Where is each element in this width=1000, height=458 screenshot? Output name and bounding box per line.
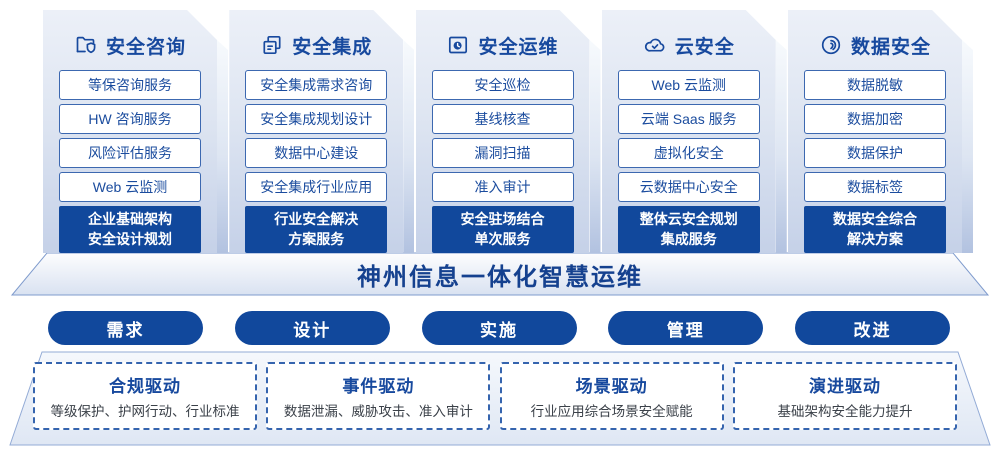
card-header: 安全运维	[432, 31, 574, 60]
service-item: 数据中心建设	[245, 138, 387, 168]
card-side-face	[217, 40, 228, 253]
card-side-face	[403, 40, 415, 253]
card-panel: 安全运维 安全巡检 基线核查 漏洞扫描 准入审计 安全驻场结合 单次服务	[416, 10, 590, 253]
process-pill: 设计	[234, 311, 390, 345]
process-pill: 管理	[608, 311, 764, 345]
service-card-data: 数据安全 数据脱敏 数据加密 数据保护 数据标签 数据安全综合 解决方案	[788, 10, 973, 253]
service-item: 云端 Saas 服务	[618, 104, 760, 134]
service-item: 风险评估服务	[59, 138, 201, 168]
card-title: 安全运维	[478, 36, 559, 58]
card-panel: 数据安全 数据脱敏 数据加密 数据保护 数据标签 数据安全综合 解决方案	[788, 10, 962, 253]
card-footer: 安全驻场结合 单次服务	[432, 206, 574, 253]
service-item: 漏洞扫描	[432, 138, 574, 168]
card-items: 安全集成需求咨询 安全集成规划设计 数据中心建设 安全集成行业应用	[245, 70, 387, 202]
driver-title: 演进驱动	[808, 377, 881, 396]
service-cards-row: 安全咨询 等保咨询服务 HW 咨询服务 风险评估服务 Web 云监测 企业基础架…	[43, 10, 973, 253]
card-header: 数据安全	[804, 31, 946, 60]
service-item: 数据加密	[804, 104, 946, 134]
card-footer: 企业基础架构 安全设计规划	[59, 206, 201, 253]
driver-box-scenario: 场景驱动 行业应用综合场景安全赋能	[499, 362, 724, 430]
service-item: Web 云监测	[59, 172, 201, 202]
card-title: 数据安全	[850, 36, 931, 58]
driver-desc: 行业应用综合场景安全赋能	[530, 404, 693, 419]
card-title: 安全集成	[292, 36, 373, 58]
driver-box-incident: 事件驱动 数据泄漏、威胁攻击、准入审计	[266, 362, 491, 430]
service-item: 数据标签	[804, 172, 946, 202]
card-side-face	[775, 40, 787, 253]
driver-box-evolution: 演进驱动 基础架构安全能力提升	[732, 362, 957, 430]
banner-title: 神州信息一体化智慧运维	[357, 263, 643, 291]
drivers-row: 合规驱动 等级保护、护网行动、行业标准 事件驱动 数据泄漏、威胁攻击、准入审计 …	[33, 362, 957, 430]
card-header: 云安全	[618, 31, 760, 60]
service-item: 安全巡检	[432, 70, 574, 100]
service-card-integration: 安全集成 安全集成需求咨询 安全集成规划设计 数据中心建设 安全集成行业应用 行…	[229, 10, 415, 253]
service-item: 数据脱敏	[804, 70, 946, 100]
driver-title: 事件驱动	[342, 377, 415, 396]
driver-desc: 基础架构安全能力提升	[777, 404, 913, 419]
service-item: 准入审计	[432, 172, 574, 202]
service-item: 安全集成规划设计	[245, 104, 387, 134]
security-integration-icon	[260, 33, 284, 57]
service-card-consulting: 安全咨询 等保咨询服务 HW 咨询服务 风险评估服务 Web 云监测 企业基础架…	[43, 10, 228, 253]
banner-trapezoid	[10, 252, 990, 296]
security-consulting-icon	[74, 33, 98, 57]
driver-title: 合规驱动	[109, 377, 181, 396]
process-pill: 实施	[421, 311, 577, 345]
card-items: Web 云监测 云端 Saas 服务 虚拟化安全 云数据中心安全	[618, 70, 760, 202]
card-footer: 数据安全综合 解决方案	[804, 206, 946, 253]
card-items: 数据脱敏 数据加密 数据保护 数据标签	[804, 70, 946, 202]
service-card-cloud: 云安全 Web 云监测 云端 Saas 服务 虚拟化安全 云数据中心安全 整体云…	[602, 10, 787, 253]
service-item: 云数据中心安全	[618, 172, 760, 202]
card-side-face	[589, 40, 601, 253]
security-operations-icon	[446, 33, 470, 57]
process-pills-row: 需求 设计 实施 管理 改进	[48, 311, 950, 345]
process-pill: 改进	[795, 311, 950, 345]
card-side-face	[962, 40, 973, 253]
service-item: 虚拟化安全	[618, 138, 760, 168]
process-pill: 需求	[48, 311, 203, 345]
service-item: 基线核查	[432, 104, 574, 134]
service-item: 等保咨询服务	[59, 70, 201, 100]
service-item: HW 咨询服务	[59, 104, 201, 134]
cloud-security-icon	[643, 33, 667, 57]
driver-box-compliance: 合规驱动 等级保护、护网行动、行业标准	[33, 362, 257, 430]
card-items: 等保咨询服务 HW 咨询服务 风险评估服务 Web 云监测	[59, 70, 201, 202]
service-item: 数据保护	[804, 138, 946, 168]
service-item: 安全集成需求咨询	[245, 70, 387, 100]
card-items: 安全巡检 基线核查 漏洞扫描 准入审计	[432, 70, 574, 202]
service-item: Web 云监测	[618, 70, 760, 100]
card-panel: 安全集成 安全集成需求咨询 安全集成规划设计 数据中心建设 安全集成行业应用 行…	[229, 10, 403, 253]
card-footer: 整体云安全规划 集成服务	[618, 206, 760, 253]
card-title: 云安全	[674, 36, 735, 58]
driver-desc: 数据泄漏、威胁攻击、准入审计	[283, 404, 473, 419]
card-footer: 行业安全解决 方案服务	[245, 206, 387, 253]
card-header: 安全咨询	[59, 31, 201, 60]
card-panel: 安全咨询 等保咨询服务 HW 咨询服务 风险评估服务 Web 云监测 企业基础架…	[43, 10, 217, 253]
service-card-operations: 安全运维 安全巡检 基线核查 漏洞扫描 准入审计 安全驻场结合 单次服务	[416, 10, 601, 253]
data-security-icon	[819, 33, 843, 57]
driver-desc: 等级保护、护网行动、行业标准	[50, 404, 240, 419]
card-panel: 云安全 Web 云监测 云端 Saas 服务 虚拟化安全 云数据中心安全 整体云…	[602, 10, 776, 253]
driver-title: 场景驱动	[575, 377, 648, 396]
card-header: 安全集成	[245, 31, 387, 60]
service-item: 安全集成行业应用	[245, 172, 387, 202]
card-title: 安全咨询	[105, 36, 186, 58]
